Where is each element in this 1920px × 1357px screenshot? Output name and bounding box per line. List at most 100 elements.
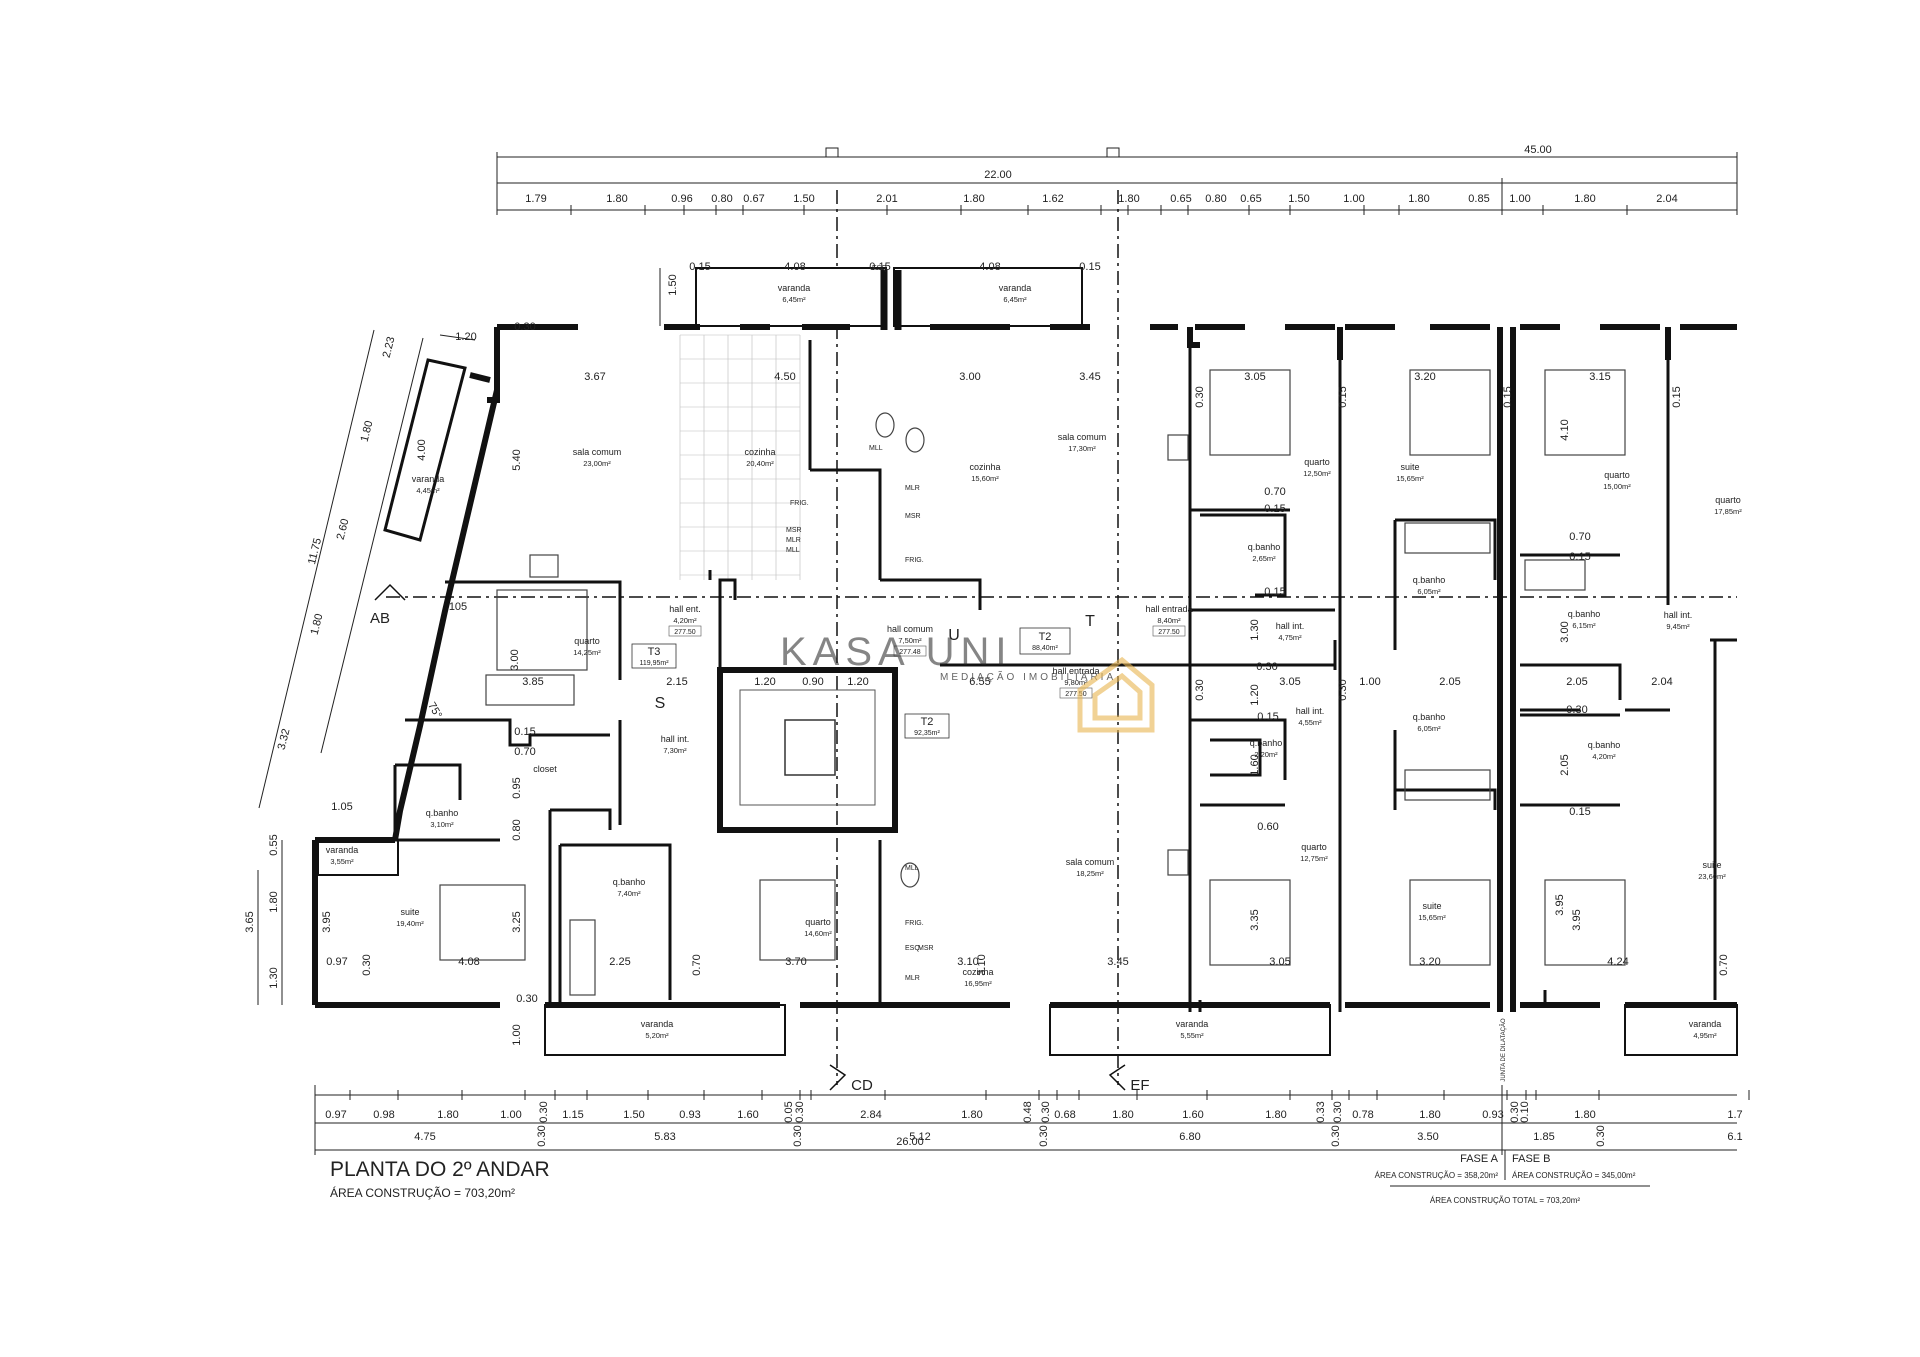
- dim-bottom-total: 3.50: [1417, 1131, 1438, 1143]
- dim-inner: 0.15: [1569, 806, 1590, 818]
- dim-left-vert: 1.80: [268, 891, 280, 912]
- section-marks: AB CD EF: [370, 583, 1150, 1094]
- dim-top: 0.65: [1170, 193, 1191, 205]
- dim-inner: 0.70: [1569, 531, 1590, 543]
- dim-inner: 0.70: [514, 746, 535, 758]
- dim-inner: 0.15: [1264, 586, 1285, 598]
- dim-bottom: 0.97: [325, 1109, 346, 1121]
- dim-inner: 2.15: [666, 676, 687, 688]
- room-name: suite: [1422, 901, 1441, 911]
- fixture-label: MLL: [786, 547, 800, 554]
- room-area: 9,45m²: [1666, 622, 1690, 631]
- room-area: 4,20m²: [673, 616, 697, 625]
- dim-inner: 3.10: [957, 956, 978, 968]
- room-area: 4,55m²: [1298, 718, 1322, 727]
- dim-inner: 3.20: [1419, 956, 1440, 968]
- dim-inner: 3.25: [511, 911, 523, 932]
- fixture-label: MLR: [905, 975, 920, 982]
- dim-inner: 0.30: [516, 993, 537, 1005]
- dim-inner: 0.15: [1569, 551, 1590, 563]
- room-area: 8,40m²: [1157, 616, 1181, 625]
- dim-bottom-total: 6.1: [1727, 1131, 1742, 1143]
- phase-a-label: FASE A: [1460, 1153, 1499, 1165]
- room-name: varanda: [326, 845, 359, 855]
- dim-top: 0.85: [1468, 193, 1489, 205]
- dim-bottom: 0.30: [794, 1101, 806, 1122]
- dim-top: 1.80: [1408, 193, 1429, 205]
- room-area: 2,20m²: [1254, 750, 1278, 759]
- dim-inner: 4.24: [1607, 956, 1628, 968]
- dim-inner: 0.15: [1264, 503, 1285, 515]
- room-level: 277.50: [674, 629, 696, 636]
- room-name: sala comum: [1058, 432, 1107, 442]
- dim-inner: 4.08: [784, 261, 805, 273]
- dim-bottom: 2.84: [860, 1109, 881, 1121]
- dim-inner: 2.05: [1439, 676, 1460, 688]
- room-name: q.banho: [1413, 575, 1446, 585]
- room-level: 277.48: [899, 649, 921, 656]
- fixture-label: MLR: [786, 537, 801, 544]
- dim-bottom: 0.30: [1509, 1101, 1521, 1122]
- room-area: 7,50m²: [898, 636, 922, 645]
- dim-bottom: 0.33: [1315, 1101, 1327, 1122]
- dim-overall-45: 45.00: [1524, 144, 1552, 156]
- dim-inner: 3.20: [1414, 371, 1435, 383]
- dim-bottom-total: 5.83: [654, 1131, 675, 1143]
- room-name: varanda: [412, 474, 445, 484]
- dim-bottom: 1.80: [961, 1109, 982, 1121]
- dim-top: 0.80: [1205, 193, 1226, 205]
- dim-inner: 6.55: [969, 676, 990, 688]
- room-level: 277.50: [1065, 691, 1087, 698]
- room-name: q.banho: [1250, 738, 1283, 748]
- room-area: 7,30m²: [663, 746, 687, 755]
- room-name: sala comum: [573, 447, 622, 457]
- room-name: quarto: [1304, 457, 1330, 467]
- room-name: quarto: [805, 917, 831, 927]
- dim-inner: 0.30: [1256, 661, 1277, 673]
- dim-bottom-total: 0.30: [536, 1125, 548, 1146]
- room-area: 4,95m²: [1693, 1031, 1717, 1040]
- dim-top: 0.65: [1240, 193, 1261, 205]
- dim-top: 0.96: [671, 193, 692, 205]
- dim-inner: 2.05: [1566, 676, 1587, 688]
- title-block: PLANTA DO 2º ANDAR ÁREA CONSTRUÇÃO = 703…: [330, 1158, 550, 1200]
- room-area: 2,65m²: [1252, 554, 1276, 563]
- dim-bottom-total: 0.30: [1330, 1125, 1342, 1146]
- dim-inner: 3.45: [1079, 371, 1100, 383]
- bottom-balconies: [317, 839, 1738, 1056]
- dim-bottom: 0.48: [1022, 1101, 1034, 1122]
- room-name: sala comum: [1066, 857, 1115, 867]
- dim-inner: 105: [449, 601, 467, 613]
- dim-inner: 2.25: [609, 956, 630, 968]
- room-area: 4,75m²: [1278, 633, 1302, 642]
- unit-name: T3: [648, 646, 661, 658]
- dim-overall-26: 26.00: [896, 1136, 924, 1148]
- tiled-floor: [679, 334, 801, 580]
- dim-inner: 1.30: [1249, 619, 1261, 640]
- room-name: q.banho: [1588, 740, 1621, 750]
- dim-inner: 0.15: [1337, 386, 1349, 407]
- dim-top: 1.79: [525, 193, 546, 205]
- room-name: suite: [400, 907, 419, 917]
- room-name: q.banho: [1248, 542, 1281, 552]
- room-area: 6,05m²: [1417, 724, 1441, 733]
- dim-inner: 0.70: [691, 954, 703, 975]
- room-area: 9,80m²: [1064, 678, 1088, 687]
- dim-inner: 3.95: [1571, 909, 1583, 930]
- room-area: 6,45m²: [782, 295, 806, 304]
- room-area: 4,45m²: [416, 486, 440, 495]
- dim-overall-22: 22.00: [984, 169, 1012, 181]
- room-area: 14,25m²: [573, 648, 601, 657]
- dim-inner: 3.95: [321, 911, 333, 932]
- room-name: quarto: [1301, 842, 1327, 852]
- room-name: q.banho: [1413, 712, 1446, 722]
- inner-dims: 1.50 0.15 4.08 0.15 4.08 0.15 1.20 0.30 …: [321, 261, 1730, 1046]
- dim-inner: 3.00: [1559, 621, 1571, 642]
- dim-inner: 3.15: [1589, 371, 1610, 383]
- watermark: KASA UNI MEDIAÇÃO IMOBILIÁRIA: [780, 630, 1155, 733]
- dim-inner: 75°: [425, 700, 444, 720]
- dim-inner: 3.95: [1554, 894, 1566, 915]
- room-name: q.banho: [613, 877, 646, 887]
